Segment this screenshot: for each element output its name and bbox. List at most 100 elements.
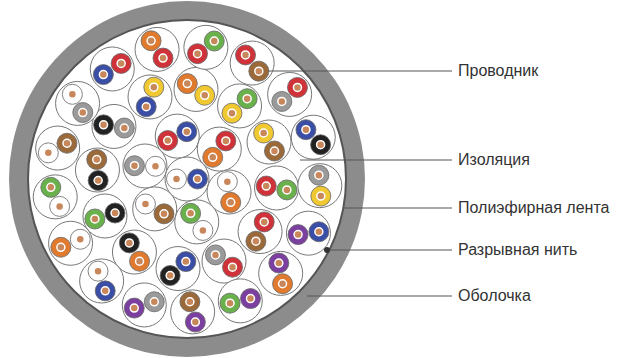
insulation <box>141 31 161 51</box>
pair-outline <box>218 84 262 128</box>
insulation <box>177 122 197 142</box>
conductor <box>160 210 168 218</box>
insulation <box>62 84 82 104</box>
conductor <box>193 50 201 58</box>
insulation <box>256 176 276 196</box>
leader-line <box>268 71 452 72</box>
conductor <box>226 299 234 307</box>
insulation <box>167 169 187 189</box>
conductor <box>99 71 107 79</box>
insulation <box>272 91 292 111</box>
insulation <box>145 156 165 176</box>
conductor-label: Проводник <box>456 61 540 81</box>
conductor <box>270 147 278 155</box>
pair-outline <box>255 166 299 210</box>
insulation <box>249 61 269 81</box>
insulation <box>57 133 77 153</box>
insulation <box>241 289 261 309</box>
insulation <box>93 65 113 85</box>
pair-outline <box>133 187 177 231</box>
conductor <box>173 175 181 183</box>
pair-outline <box>202 239 246 283</box>
insulation <box>193 220 213 240</box>
pair-outline <box>33 175 77 219</box>
insulation <box>277 180 297 200</box>
insulation <box>176 252 196 272</box>
conductor <box>76 235 84 243</box>
conductor <box>111 209 119 217</box>
conductor <box>201 91 209 99</box>
insulation <box>311 135 331 155</box>
conductor <box>150 83 158 91</box>
conductor <box>223 178 231 186</box>
insulation <box>88 261 108 281</box>
conductor <box>130 304 138 312</box>
insulation <box>95 281 115 301</box>
pair-outline <box>268 72 312 116</box>
conductor <box>63 139 71 147</box>
sheath-label: Оболочка <box>456 286 533 306</box>
conductor <box>91 215 99 223</box>
polyester-tape <box>28 20 346 338</box>
tape-label: Полиэфирная лента <box>456 198 611 218</box>
insulation <box>70 229 90 249</box>
insulation <box>223 257 243 277</box>
pair-outline <box>90 47 134 91</box>
conductor <box>94 267 102 275</box>
insulation <box>188 169 208 189</box>
conductor <box>191 318 199 326</box>
conductor <box>283 186 291 194</box>
conductor <box>199 226 207 234</box>
insulation <box>73 103 93 123</box>
insulation <box>269 253 289 273</box>
conductor <box>79 109 87 117</box>
insulation <box>254 123 274 143</box>
pair-outline <box>36 126 80 170</box>
cable-sheath <box>9 1 365 357</box>
insulation-label: Изоляция <box>456 150 532 170</box>
conductor <box>194 175 202 183</box>
insulation <box>135 194 155 214</box>
pair-outline <box>174 67 218 111</box>
conductor <box>141 200 149 208</box>
insulation <box>287 77 307 97</box>
conductor <box>159 54 167 62</box>
conductor <box>222 137 230 145</box>
insulation <box>235 45 255 65</box>
pair-outline <box>49 221 93 265</box>
conductor <box>241 51 249 59</box>
conductor <box>68 90 76 98</box>
conductor <box>183 128 191 136</box>
insulation <box>195 85 215 105</box>
pair-outline <box>128 75 172 119</box>
pair-outline <box>56 81 100 125</box>
conductor <box>183 80 191 88</box>
conductor <box>182 258 190 266</box>
conductor <box>187 209 195 217</box>
insulation <box>88 170 108 190</box>
conductor <box>136 257 144 265</box>
insulation <box>180 292 200 312</box>
insulation <box>105 203 125 223</box>
conductor <box>44 149 52 157</box>
insulation <box>204 31 224 51</box>
insulation <box>220 293 240 313</box>
pair-outline <box>184 25 228 69</box>
insulation <box>185 312 205 332</box>
conductor <box>101 287 109 295</box>
insulation <box>119 233 139 253</box>
leader-line <box>343 208 452 209</box>
rip-cord-label: Разрывная нить <box>456 240 579 260</box>
conductor <box>302 126 310 134</box>
conductor <box>255 67 263 75</box>
insulation <box>51 237 71 257</box>
insulation <box>187 44 207 64</box>
conductor <box>47 183 55 191</box>
conductor <box>166 272 174 280</box>
pair-outline <box>291 115 335 159</box>
pair-outline <box>286 211 330 255</box>
conductor <box>120 124 128 132</box>
conductor <box>142 103 150 111</box>
insulation <box>221 192 241 212</box>
pair-outline <box>171 290 215 334</box>
